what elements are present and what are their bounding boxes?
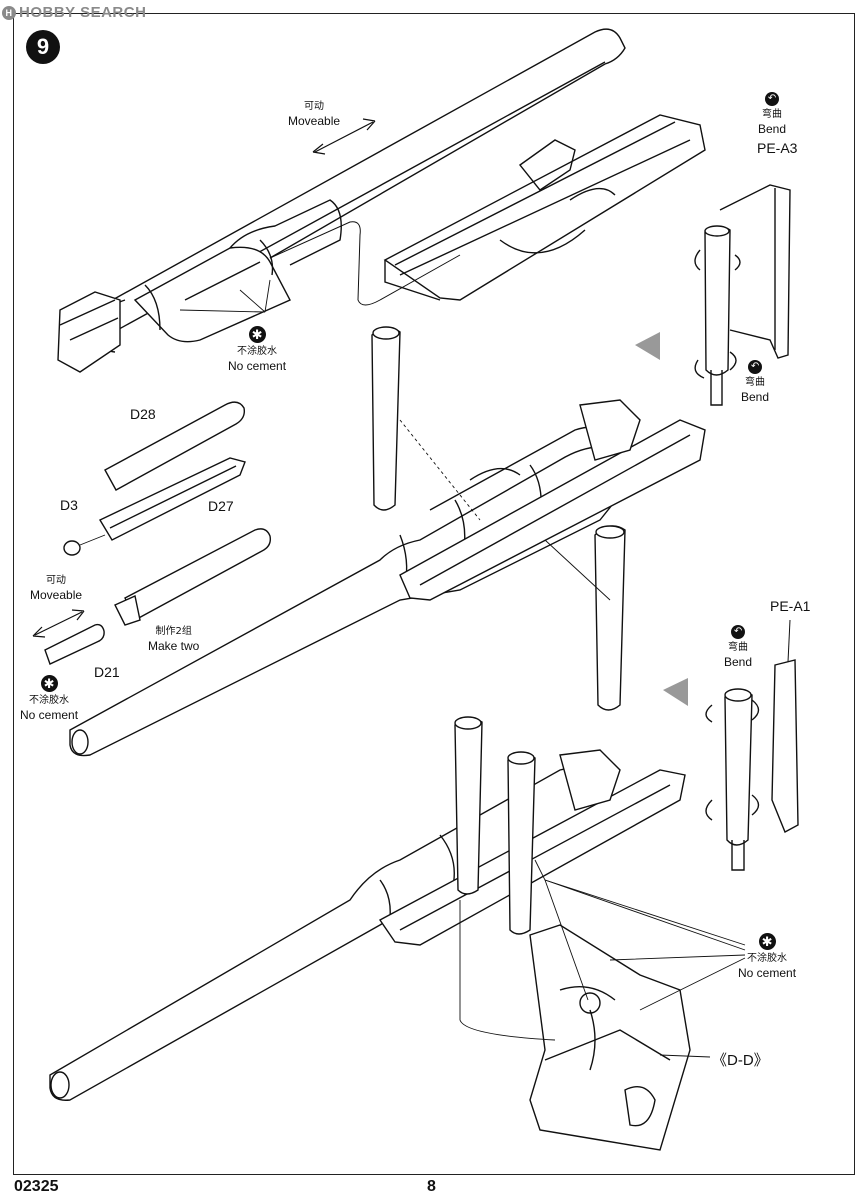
d3-disc <box>63 534 106 556</box>
bend-icon: ↶ <box>748 360 763 374</box>
part-pe-a3: PE-A3 <box>757 140 798 156</box>
bend-label-2: ↶ 弯曲 Bend <box>741 360 770 404</box>
step-number: 9 <box>26 30 60 64</box>
no-cement-icon: ✱ <box>758 933 776 950</box>
moveable-label-left: 可动 Moveable <box>30 575 83 602</box>
no-cement-icon: ✱ <box>40 675 58 692</box>
watermark-logo-icon: H <box>2 6 16 20</box>
direction-arrow-icon <box>312 118 376 155</box>
recoil-cylinder-lower <box>594 525 626 711</box>
pe-a1-bracket <box>705 659 799 871</box>
direction-arrow-icon <box>635 332 688 706</box>
no-cement-label-3: ✱ 不涂胶水 No cement <box>738 933 797 980</box>
part-d-d: 《D-D》 <box>712 1052 769 1069</box>
top-gun-barrel <box>57 28 626 373</box>
page-frame <box>13 13 855 1175</box>
d21-rod <box>44 623 105 665</box>
recoil-cylinder-upper <box>371 326 401 511</box>
pe-a3-bracket <box>694 184 791 406</box>
part-pe-a1: PE-A1 <box>770 598 811 614</box>
page-number: 8 <box>427 1178 436 1195</box>
kit-number: 02325 <box>14 1178 59 1195</box>
part-d3: D3 <box>60 497 78 513</box>
d28-d27-sleeve <box>99 401 246 541</box>
part-d28: D28 <box>130 406 156 422</box>
no-cement-label-1: ✱ 不涂胶水 No cement <box>228 326 287 373</box>
middle-cradle <box>399 399 706 601</box>
carriage-base <box>529 924 691 1151</box>
no-cement-label-2: ✱ 不涂胶水 No cement <box>20 675 79 722</box>
bend-label-3: ↶ 弯曲 Bend <box>724 625 753 669</box>
bend-icon: ↶ <box>765 92 780 106</box>
part-d27: D27 <box>208 498 234 514</box>
moveable-label-top: 可动 Moveable <box>288 101 341 128</box>
top-cradle <box>383 114 706 301</box>
bend-icon: ↶ <box>731 625 746 639</box>
part-d21: D21 <box>94 664 120 680</box>
direction-arrow-icon <box>32 609 85 638</box>
cylinder-make-two <box>114 528 272 626</box>
make-two-label: 制作2组 Make two <box>148 626 200 653</box>
bottom-cylinders <box>454 716 536 935</box>
bend-label-1: ↶ 弯曲 Bend <box>758 92 787 136</box>
no-cement-icon: ✱ <box>248 326 266 343</box>
